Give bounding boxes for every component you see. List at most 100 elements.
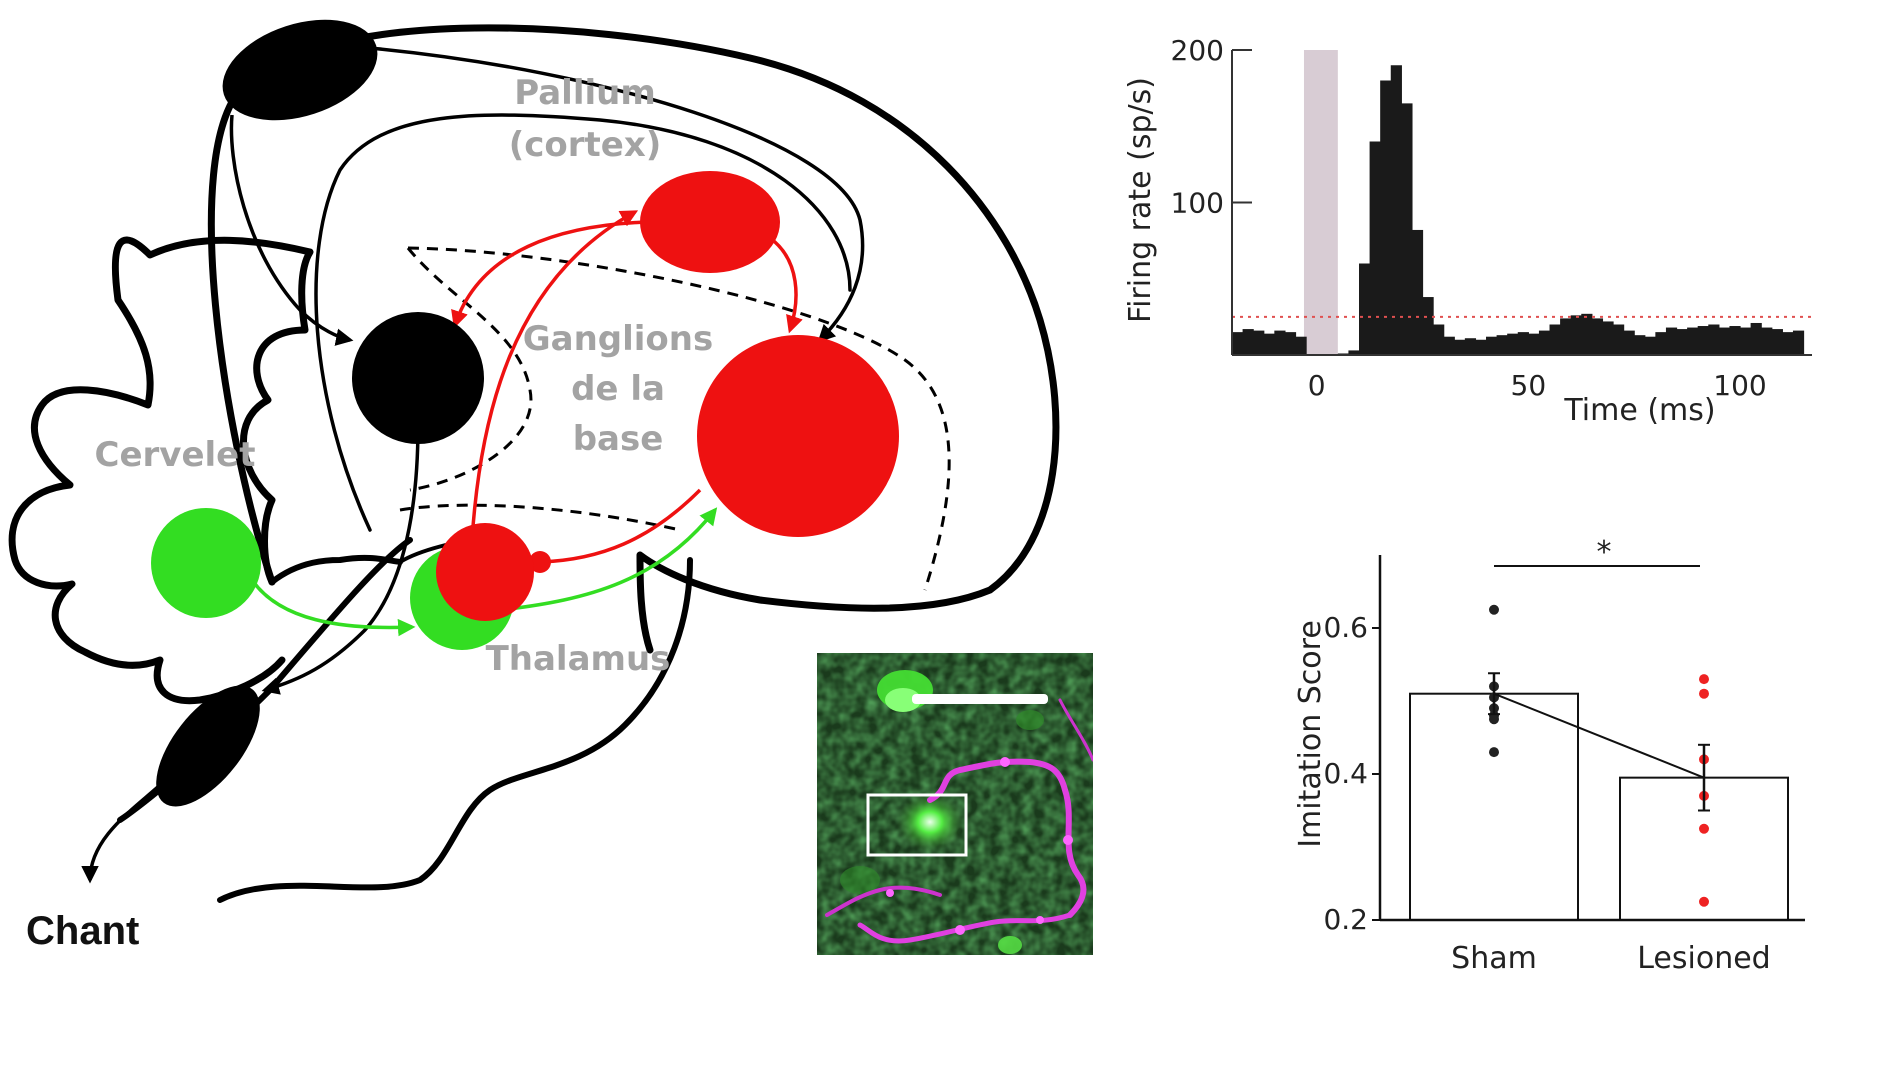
black-arrow-hvc-to-area-x: [369, 46, 865, 343]
mean-connector-line: [1493, 692, 1705, 779]
psth-y-axis-label: Firing rate (sp/s): [1123, 77, 1158, 323]
nucleus-lman-red: [640, 171, 780, 273]
histogram-bin: [1708, 324, 1720, 355]
histogram-bin: [1644, 336, 1656, 355]
histogram-bin: [1517, 332, 1529, 355]
scale-bar: [912, 694, 1048, 704]
label-de-la: de la: [571, 369, 665, 409]
axon-fiber-lower: [825, 885, 942, 917]
data-point-sham: [1489, 604, 1499, 615]
histogram-bin: [1507, 333, 1519, 355]
score-y-tick-label: 0.2: [1323, 903, 1368, 936]
histogram-bin: [1454, 339, 1466, 355]
score-y-tick-label: 0.6: [1323, 611, 1368, 644]
stimulus-shading: [1303, 50, 1338, 355]
red-inhibitory-terminal: [529, 551, 551, 573]
histogram-bin: [1284, 332, 1297, 355]
histogram-bin: [1718, 327, 1731, 355]
score-bar-sham: [1409, 692, 1579, 922]
data-point-sham: [1489, 714, 1499, 725]
histogram-bin: [1242, 329, 1254, 355]
histogram-bin: [1655, 332, 1667, 355]
stimulus-window: [1303, 50, 1338, 355]
label-thalamus: Thalamus: [486, 639, 671, 679]
histogram-bin: [1253, 330, 1265, 355]
nucleus-ra-black: [352, 312, 484, 444]
histogram-bin: [1274, 330, 1286, 355]
nucleus-area-x-red: [697, 335, 899, 537]
histogram-bin: [1433, 324, 1445, 355]
histogram-bin: [1369, 141, 1381, 355]
brainstem-lower-outline: [217, 557, 693, 903]
dashed-boundary-inner: [406, 247, 533, 492]
label-chant: Chant: [26, 909, 139, 953]
psth-x-axis-label: Time (ms): [1563, 393, 1715, 428]
score-category-label: Sham: [1451, 941, 1537, 976]
histogram-bin: [1792, 330, 1805, 355]
histogram-bin: [1623, 330, 1635, 355]
data-point-lesioned: [1699, 688, 1709, 699]
nucleus-dentate-green: [151, 508, 261, 618]
fluorescence-micrograph: [817, 653, 1093, 955]
axon-fiber-top: [1058, 698, 1093, 762]
histogram-bin: [1676, 329, 1688, 355]
histogram-bin: [1443, 336, 1455, 355]
histogram-bin: [1263, 333, 1275, 355]
label-ganglions: Ganglions: [523, 319, 714, 359]
histogram-bin: [1464, 338, 1477, 355]
label-base: base: [573, 419, 664, 459]
black-arrow-hvc-to-ra: [229, 114, 354, 346]
histogram-bin: [1613, 324, 1625, 355]
nucleus-hvc-black: [222, 19, 378, 121]
psth-y-tick-label: 100: [1171, 187, 1224, 220]
histogram-bin: [1359, 263, 1371, 355]
histogram-bin: [1665, 327, 1678, 355]
data-point-lesioned: [1699, 896, 1709, 907]
significance-star: *: [1597, 535, 1612, 570]
histogram-bin: [1687, 327, 1699, 355]
psth-x-tick-label: 100: [1713, 369, 1766, 402]
psth-bars: [1232, 65, 1805, 355]
nucleus-brainstem-black: [156, 685, 260, 807]
histogram-bin: [1390, 65, 1402, 355]
axon-fiber: [927, 758, 1087, 918]
score-category-label: Lesioned: [1637, 941, 1770, 976]
histogram-bin: [1422, 297, 1434, 355]
histogram-bin: [1729, 326, 1741, 355]
histogram-bin: [1560, 318, 1572, 355]
label-cortex: (cortex): [509, 125, 662, 165]
histogram-bin: [1486, 336, 1498, 355]
histogram-bin: [1496, 335, 1508, 355]
dashed-boundary-striatum: [407, 246, 951, 591]
black-arrow-ra-to-brainstem: [261, 424, 420, 695]
histogram-bin: [1782, 332, 1794, 355]
score-y-tick-label: 0.4: [1323, 757, 1368, 790]
red-arrow-thalamus-to-lman: [470, 210, 639, 541]
histogram-bin: [1591, 318, 1604, 355]
histogram-bin: [1528, 333, 1540, 355]
score-error-bars: [1488, 672, 1710, 812]
psth-y-tick-label: 200: [1171, 34, 1224, 67]
dashed-boundary-thalamus: [399, 503, 681, 532]
inset-box: [866, 793, 968, 857]
histogram-bin: [1761, 327, 1773, 355]
inner-arc: [314, 113, 852, 532]
histogram-bin: [1549, 324, 1561, 355]
green-arrow-cerebellum-to-thalamus: [250, 578, 416, 637]
red-connection-area-x-to-dlm: [539, 488, 702, 564]
data-point-sham: [1489, 747, 1499, 758]
histogram-bin: [1538, 330, 1551, 355]
histogram-bin: [1411, 229, 1424, 355]
red-arrow-lman-to-area-x: [768, 236, 803, 334]
histogram-bin: [1232, 332, 1244, 355]
label-pallium: Pallium: [514, 73, 656, 113]
data-point-lesioned: [1699, 823, 1709, 834]
histogram-bin: [1475, 339, 1487, 355]
green-arrow-thalamus-to-basal-ganglia: [499, 507, 718, 612]
histogram-bin: [1740, 327, 1752, 355]
label-cervelet: Cervelet: [95, 435, 256, 475]
